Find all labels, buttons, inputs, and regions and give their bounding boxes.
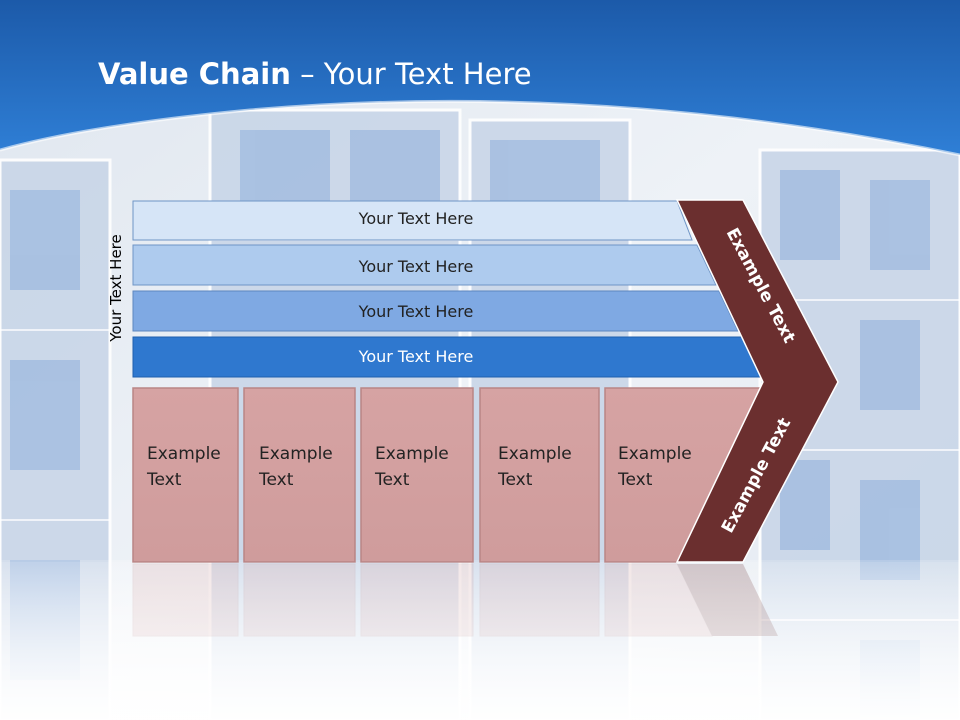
primary-box-3-line2: Text bbox=[374, 470, 410, 490]
reflection-fade bbox=[0, 562, 960, 720]
primary-box-3-line1: Example bbox=[375, 444, 449, 464]
support-row-3-label: Your Text Here bbox=[358, 302, 474, 321]
primary-box-5-line1: Example bbox=[618, 444, 692, 464]
support-row-3 bbox=[132, 290, 739, 332]
primary-box-4 bbox=[479, 387, 600, 563]
slide-title: Value Chain – Your Text Here bbox=[98, 57, 532, 91]
primary-box-4-line1: Example bbox=[498, 444, 572, 464]
primary-box-5-line2: Text bbox=[617, 470, 653, 490]
primary-box-2-line1: Example bbox=[259, 444, 333, 464]
support-row-2 bbox=[132, 244, 717, 286]
primary-box-1-line2: Text bbox=[146, 470, 182, 490]
primary-boxes: Example Text Example Text Example Text E… bbox=[132, 387, 763, 563]
support-row-1 bbox=[132, 200, 693, 241]
support-row-4-label: Your Text Here bbox=[358, 347, 474, 366]
primary-box-1-line1: Example bbox=[147, 444, 221, 464]
support-row-1-label: Your Text Here bbox=[358, 209, 474, 228]
title-bold-text: Value Chain bbox=[98, 57, 291, 91]
support-rows: Your Text Here Your Text Here Your Text … bbox=[132, 200, 763, 378]
support-row-2-label: Your Text Here bbox=[358, 257, 474, 276]
primary-box-4-line2: Text bbox=[497, 470, 533, 490]
primary-box-1 bbox=[132, 387, 239, 563]
title-rest-text: – Your Text Here bbox=[291, 57, 532, 91]
primary-box-2-line2: Text bbox=[258, 470, 294, 490]
side-label: Your Text Here bbox=[107, 234, 125, 342]
primary-box-2 bbox=[243, 387, 356, 563]
